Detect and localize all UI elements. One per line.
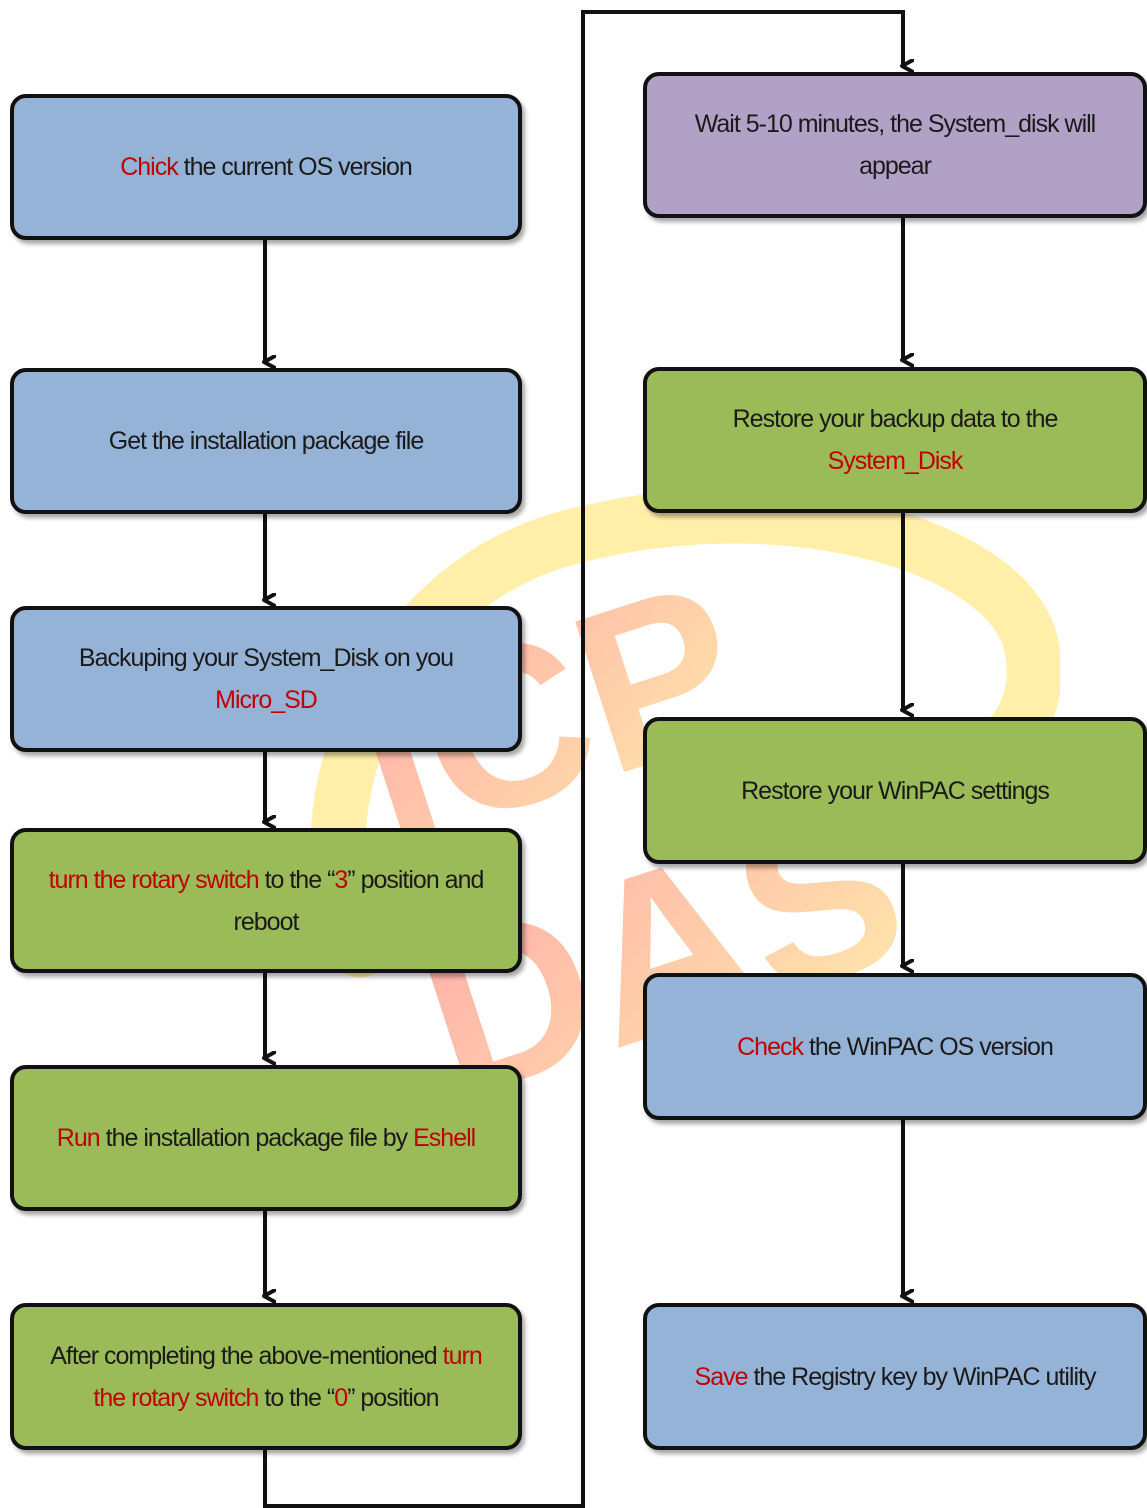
step6-position: 0 — [334, 1383, 348, 1412]
step8-highlight: System_Disk — [827, 447, 964, 475]
step11-highlight: Save — [694, 1362, 749, 1391]
step5-highlight: Run — [56, 1124, 101, 1152]
step5-text: the installation package file by — [99, 1124, 414, 1152]
step1-text: the current OS version — [177, 153, 413, 181]
step4-text-end: ” position and reboot — [233, 865, 485, 936]
step4-highlight: turn the rotary switch — [48, 865, 260, 894]
step-rotary-switch-3: turn the rotary switch to the “3” positi… — [10, 828, 522, 973]
step-rotary-switch-0: After completing the above-mentioned tur… — [10, 1303, 522, 1450]
step-restore-backup: Restore your backup data to the System_D… — [643, 367, 1147, 513]
step-wait-system-disk: Wait 5-10 minutes, the System_disk will … — [643, 72, 1147, 218]
step9-text: Restore your WinPAC settings — [741, 776, 1050, 805]
step-run-package: Run the installation package file by Esh… — [10, 1065, 522, 1211]
step11-text: the Registry key by WinPAC utility — [747, 1362, 1096, 1391]
step1-highlight: Chick — [120, 153, 179, 181]
step-check-winpac-os: Check the WinPAC OS version — [643, 973, 1147, 1120]
step3-text: Backuping your System_Disk on you — [78, 644, 454, 672]
step-restore-winpac-settings: Restore your WinPAC settings — [643, 717, 1147, 864]
step5-eshell: Eshell — [413, 1124, 476, 1152]
step6-highlight: turn the rotary switch — [93, 1341, 482, 1412]
step-save-registry: Save the Registry key by WinPAC utility — [643, 1303, 1147, 1450]
step6-text: After completing the above-mentioned — [50, 1341, 443, 1370]
step3-highlight: Micro_SD — [215, 686, 318, 714]
step8-text: Restore your backup data to the — [732, 405, 1059, 433]
step-get-package: Get the installation package file — [10, 368, 522, 514]
step2-text: Get the installation package file — [108, 427, 424, 455]
step-backup-system-disk: Backuping your System_Disk on you Micro_… — [10, 606, 522, 752]
step-check-os-version: Chick the current OS version — [10, 94, 522, 240]
step7-text: Wait 5-10 minutes, the System_disk will … — [694, 110, 1097, 180]
step10-text: the WinPAC OS version — [803, 1032, 1054, 1061]
step6-text-end: ” position — [347, 1383, 439, 1412]
step10-highlight: Check — [737, 1032, 804, 1061]
step4-text: to the “ — [258, 865, 336, 894]
arrow-step6-step7 — [263, 10, 903, 1508]
step6-text-mid: to the “ — [258, 1383, 335, 1412]
step4-position: 3 — [334, 865, 348, 894]
